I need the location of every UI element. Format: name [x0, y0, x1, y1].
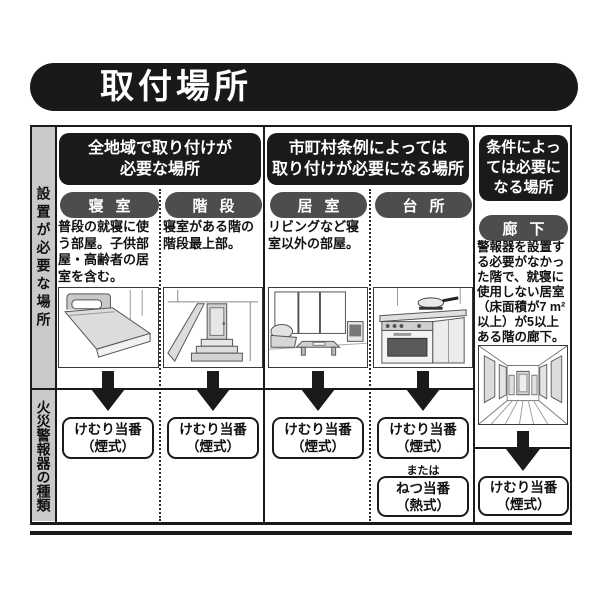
alarm-or-label: または — [406, 465, 440, 477]
installation-table: 設置が必要な場所 火災警報器の種類 全地域で取り付けが 必要な場所 市町村条例に… — [30, 125, 572, 525]
column-header-bedroom: 寝室 — [60, 192, 159, 218]
description-hallway: 警報器を設置する必要がなかった階で、就寝に使用しない居室（床面積が7 m²以上）… — [477, 240, 566, 344]
down-arrow-icon — [506, 431, 540, 476]
column-header-living-room: 居室 — [270, 192, 367, 218]
group-header-municipal-ordinance: 市町村条例によっては 取り付けが必要になる場所 — [267, 133, 469, 185]
divider-dotted-1 — [159, 189, 161, 521]
bedroom-illustration — [58, 287, 159, 368]
corridor-illustration — [478, 345, 568, 425]
down-arrow-icon — [301, 371, 335, 416]
divider-vertical-1 — [55, 127, 57, 522]
divider-vertical-3 — [473, 127, 475, 522]
description-staircase: 寝室がある階の階段最上部。 — [163, 219, 255, 251]
group-header-conditional: 条件によっ ては必要に なる場所 — [479, 135, 568, 201]
divider-vertical-2 — [263, 127, 265, 522]
down-arrow-icon — [91, 371, 125, 416]
alarm-type-living-room: けむり当番 （煙式） — [272, 417, 364, 459]
kitchen-illustration — [373, 287, 473, 368]
column-header-kitchen: 台所 — [375, 192, 472, 218]
alarm-type-staircase: けむり当番 （煙式） — [167, 417, 259, 459]
page-section-divider — [30, 531, 572, 535]
down-arrow-icon — [406, 371, 440, 416]
column-header-staircase: 階段 — [165, 192, 262, 218]
alarm-type-kitchen-smoke: けむり当番 （煙式） — [377, 417, 469, 459]
row-label-alarm-types: 火災警報器の種類 — [32, 390, 55, 521]
staircase-illustration — [163, 287, 263, 368]
living-room-illustration — [268, 287, 368, 368]
row-label-installation-places: 設置が必要な場所 — [32, 127, 55, 388]
column-header-hallway: 廊下 — [479, 215, 568, 241]
page-title: 取付場所 — [100, 68, 252, 106]
alarm-type-kitchen-heat: ねつ当番 （熱式） — [377, 476, 469, 517]
down-arrow-icon — [196, 371, 230, 416]
divider-row-main — [32, 388, 475, 390]
section-title-bar: 取付場所 — [30, 63, 578, 111]
description-bedroom: 普段の就寝に使う部屋。子供部屋・高齢者の居室を含む。 — [58, 219, 150, 284]
alarm-type-hallway: けむり当番 （煙式） — [478, 476, 569, 516]
alarm-type-bedroom: けむり当番 （煙式） — [62, 417, 154, 459]
description-living-room: リビングなど寝室以外の部屋。 — [268, 219, 360, 251]
group-header-all-areas: 全地域で取り付けが 必要な場所 — [59, 133, 261, 185]
divider-dotted-2 — [369, 189, 371, 521]
